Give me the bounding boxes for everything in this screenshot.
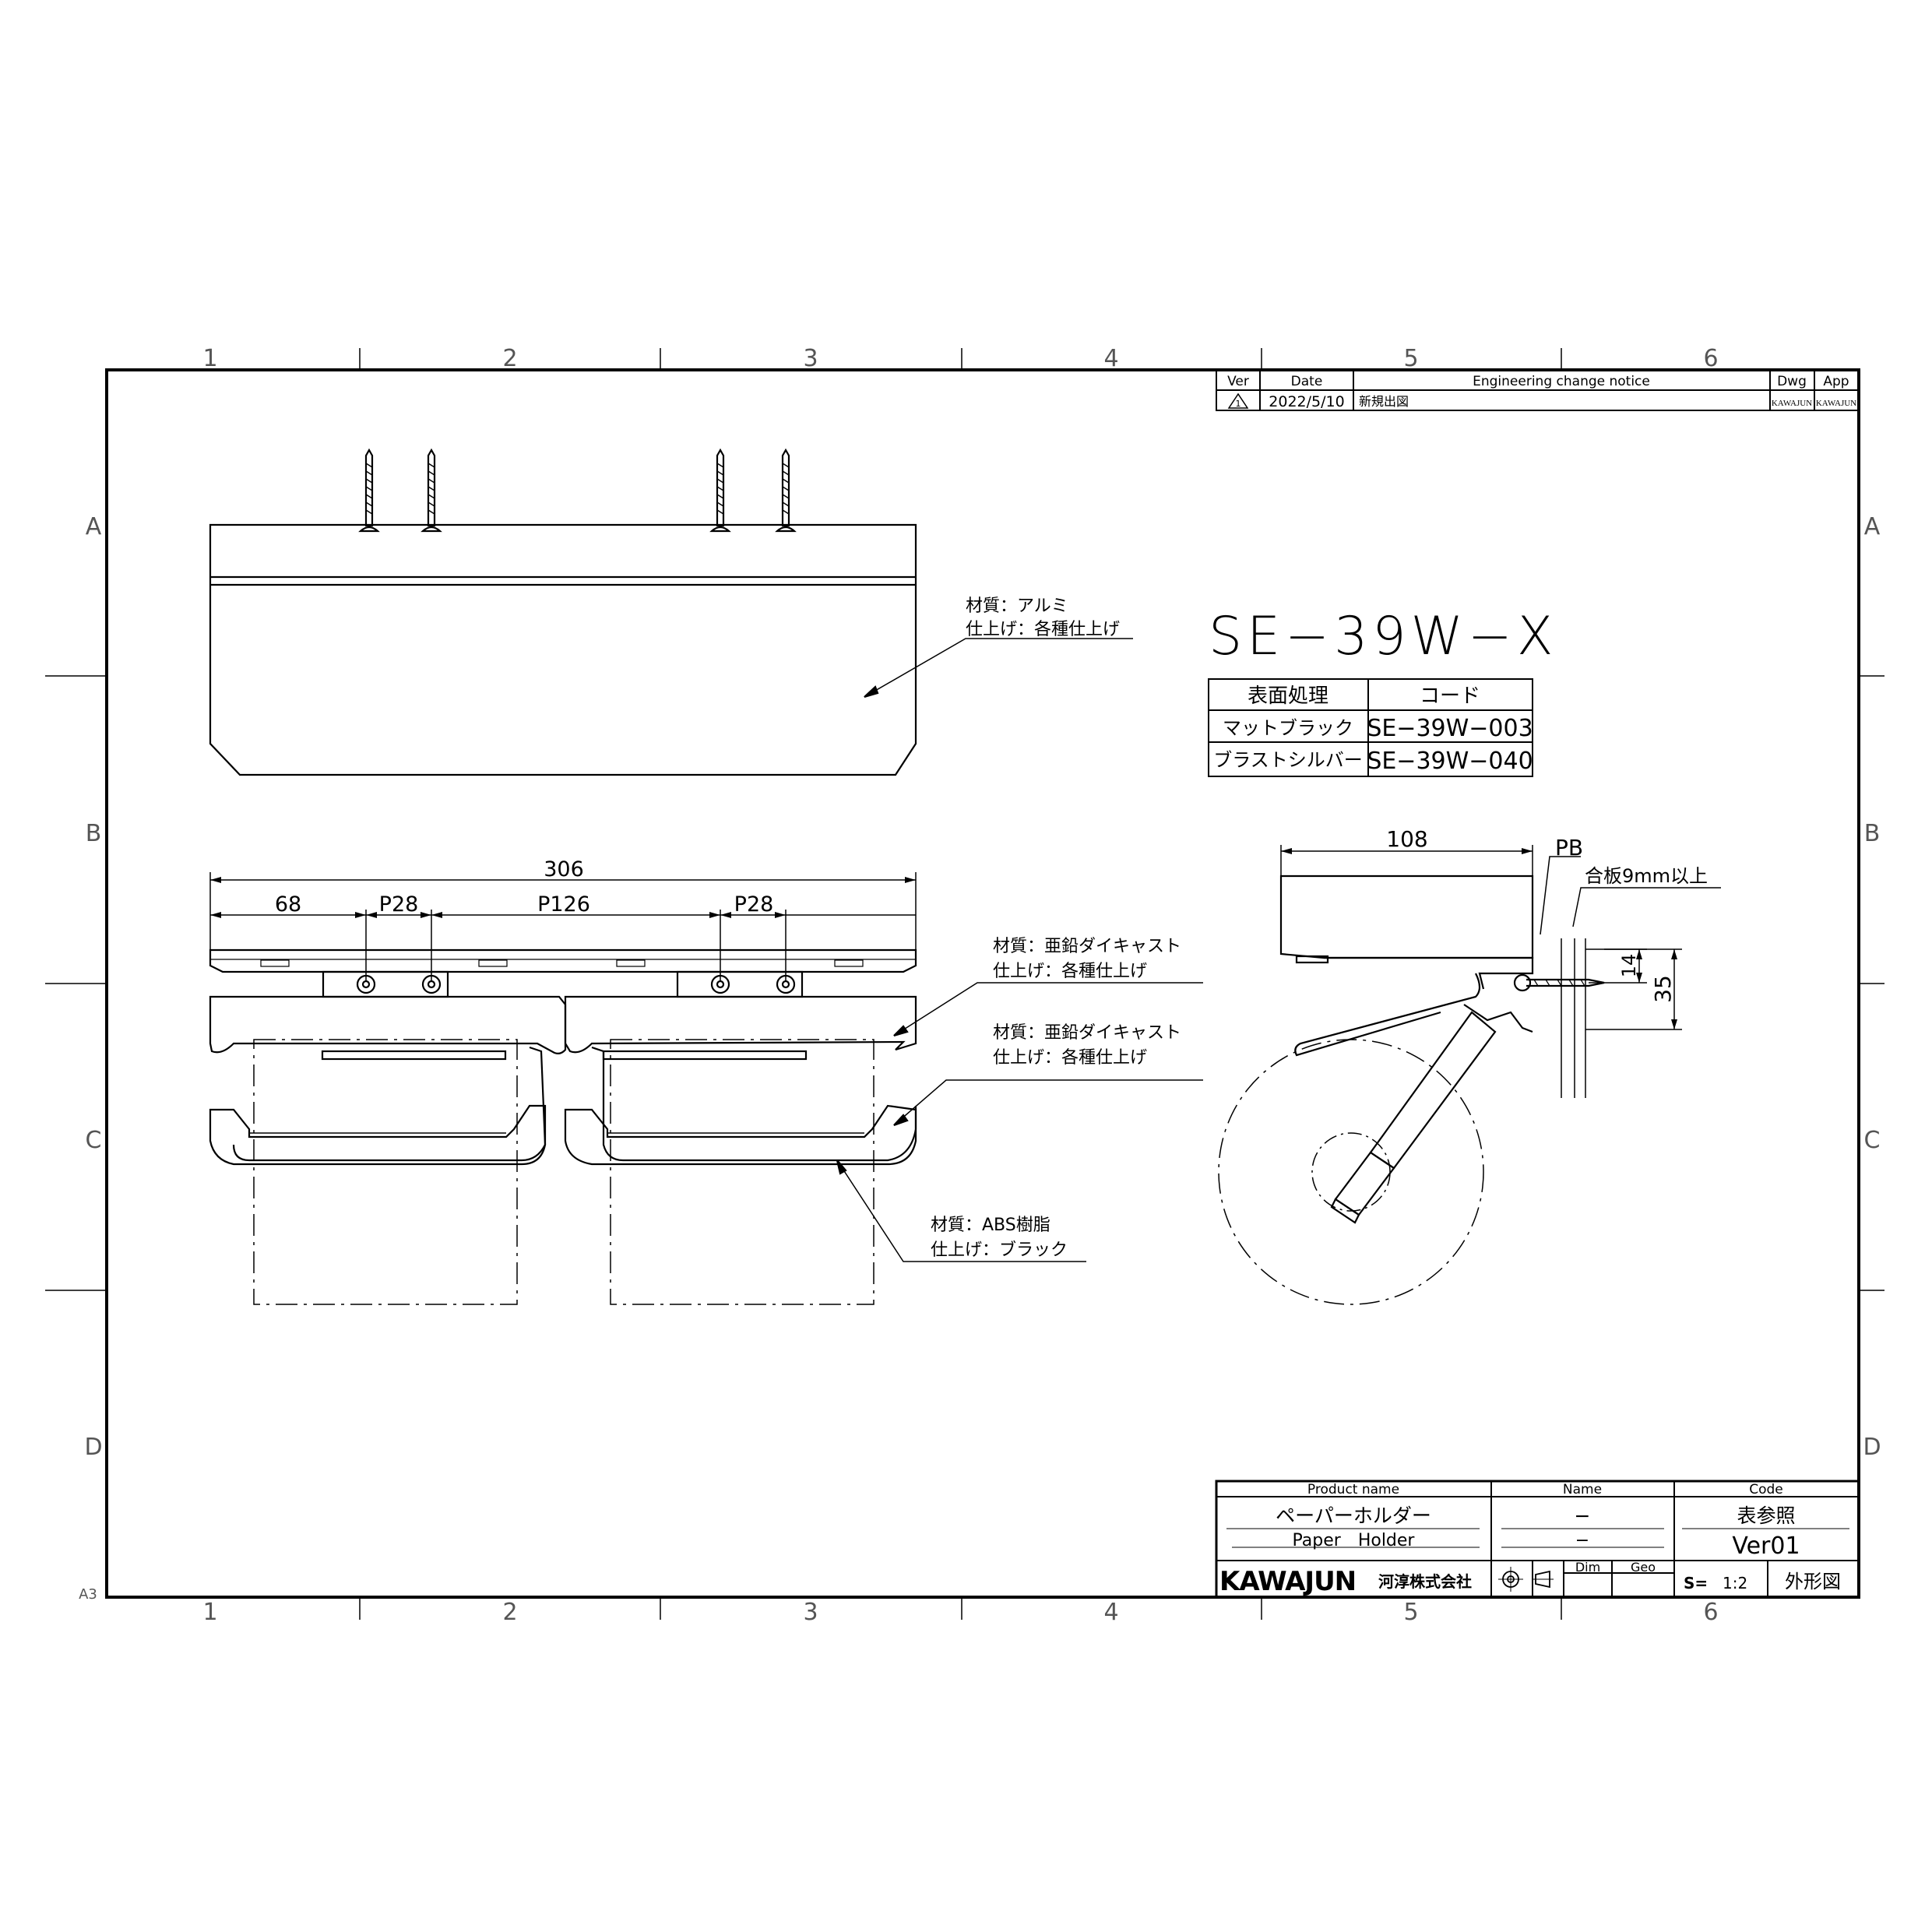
model-title: SE−39W−X [1209, 606, 1557, 667]
title-block: Product name Name Code ペーパーホルダー Paper Ho… [1215, 1480, 1860, 1599]
tb-dim-label: Dim [1575, 1560, 1600, 1575]
row-label-right-C: C [1864, 1127, 1881, 1154]
dim-overall: 306 [544, 857, 584, 882]
row-label-right-D: D [1863, 1434, 1881, 1461]
row-label-left-C: C [86, 1127, 102, 1154]
dim-pitch-right: P28 [734, 892, 774, 917]
tb-code-version: Ver01 [1732, 1533, 1800, 1560]
tb-scale-value: 1:2 [1723, 1574, 1747, 1592]
tb-scale-label: S= [1684, 1574, 1708, 1592]
row-label-left-A: A [86, 513, 102, 540]
tb-name-header: Name [1563, 1482, 1602, 1497]
row-label-left-B: B [86, 820, 102, 847]
col-label-top-4: 4 [1103, 345, 1118, 372]
projection-symbol-icon [1498, 1567, 1554, 1592]
col-label-top-3: 3 [803, 345, 818, 372]
rev-header-app: App [1823, 374, 1849, 389]
screw-head-icon [356, 974, 376, 994]
tb-geo-label: Geo [1631, 1560, 1656, 1575]
side-view [1218, 845, 1721, 1305]
finish-table-header-finish: 表面処理 [1248, 684, 1328, 708]
dim-height-large: 35 [1650, 975, 1676, 1003]
top-cover-finish: 仕上げ：各種仕上げ [966, 620, 1120, 639]
col-label-bottom-5: 5 [1403, 1599, 1418, 1626]
paper-roll-core [1311, 1132, 1391, 1212]
paper-roll-outer [1218, 1039, 1484, 1305]
revision-triangle-icon [1227, 392, 1249, 409]
front-view [209, 872, 1203, 1305]
screw-icon [775, 448, 797, 533]
col-label-bottom-6: 6 [1703, 1599, 1718, 1626]
row-label-left-D: D [84, 1434, 102, 1461]
col-label-top-6: 6 [1703, 345, 1718, 372]
finish-table: 表面処理 コード マットブラック SE−39W−003 ブラストシルバー SE−… [1208, 678, 1533, 777]
roller-material: 材質：ABS樹脂 [931, 1216, 1050, 1235]
dim-pitch-center: P126 [537, 892, 590, 917]
col-label-bottom-1: 1 [202, 1599, 217, 1626]
finish-row-1-code: SE−39W−003 [1367, 715, 1533, 742]
bracket-finish: 仕上げ：各種仕上げ [993, 962, 1147, 981]
cover-outline [209, 523, 917, 776]
tb-drawing-type: 外形図 [1785, 1571, 1841, 1592]
tb-name-en: − [1575, 1531, 1589, 1550]
row-label-right-A: A [1864, 513, 1881, 540]
finish-row-2-code: SE−39W−040 [1367, 748, 1533, 775]
finish-row-2-finish: ブラストシルバー [1213, 749, 1363, 771]
rev-header-ver: Ver [1227, 374, 1249, 389]
rev-row-notice: 新規出図 [1359, 394, 1409, 409]
tb-product-name-header: Product name [1307, 1482, 1399, 1497]
rev-row-date: 2022/5/10 [1269, 393, 1344, 410]
bracket-material: 材質：亜鉛ダイキャスト [993, 937, 1181, 956]
zone-labels: 1 2 3 4 5 6 1 2 3 4 5 6 A B C D A B C D … [79, 345, 1881, 1626]
tb-product-name-en: Paper Holder [1293, 1531, 1416, 1550]
arm-finish: 仕上げ：各種仕上げ [993, 1048, 1147, 1068]
tb-name-jp: − [1575, 1504, 1591, 1527]
sheet-frame [45, 348, 1884, 1620]
finish-table-header-code: コード [1420, 684, 1480, 708]
label-pb: PB [1555, 835, 1583, 860]
finish-row-1-finish: マットブラック [1223, 717, 1353, 739]
screw-icon [421, 448, 442, 533]
tb-product-name-jp: ペーパーホルダー [1276, 1504, 1431, 1527]
top-view [209, 448, 1133, 776]
revision-table: Ver Date Engineering change notice Dwg A… [1216, 369, 1860, 411]
col-label-bottom-4: 4 [1103, 1599, 1118, 1626]
dim-height-small: 14 [1618, 954, 1640, 978]
rev-row-ver: 1 [1236, 399, 1241, 409]
screw-head-icon [421, 974, 442, 994]
rev-row-app: KAWAJUN [1816, 399, 1856, 408]
col-label-bottom-2: 2 [502, 1599, 517, 1626]
col-label-top-2: 2 [502, 345, 517, 372]
dim-left-offset: 68 [275, 892, 301, 917]
dim-pitch-left: P28 [379, 892, 419, 917]
rev-header-date: Date [1291, 374, 1323, 389]
tb-code-header: Code [1749, 1482, 1783, 1497]
plywood-note: 合板9mm以上 [1585, 865, 1708, 887]
screw-head-icon [776, 974, 796, 994]
company-logo: KAWAJUN [1219, 1566, 1356, 1597]
col-label-bottom-3: 3 [803, 1599, 818, 1626]
paper-size-label: A3 [79, 1586, 97, 1603]
arm-material: 材質：亜鉛ダイキャスト [993, 1023, 1181, 1043]
company-name: 河淳株式会社 [1378, 1572, 1472, 1591]
screw-head-icon [710, 974, 730, 994]
rev-row-dwg: KAWAJUN [1772, 399, 1812, 408]
rev-header-dwg: Dwg [1777, 374, 1807, 389]
col-label-top-1: 1 [202, 345, 217, 372]
rev-header-notice: Engineering change notice [1473, 374, 1650, 389]
tb-code-jp: 表参照 [1737, 1504, 1795, 1527]
row-label-right-B: B [1864, 820, 1881, 847]
screw-icon [709, 448, 731, 533]
roller-finish: 仕上げ：ブラック [931, 1240, 1068, 1260]
top-cover-material: 材質：アルミ [966, 596, 1068, 616]
col-label-top-5: 5 [1403, 345, 1418, 372]
dim-depth: 108 [1386, 826, 1427, 852]
screw-icon [358, 448, 380, 533]
